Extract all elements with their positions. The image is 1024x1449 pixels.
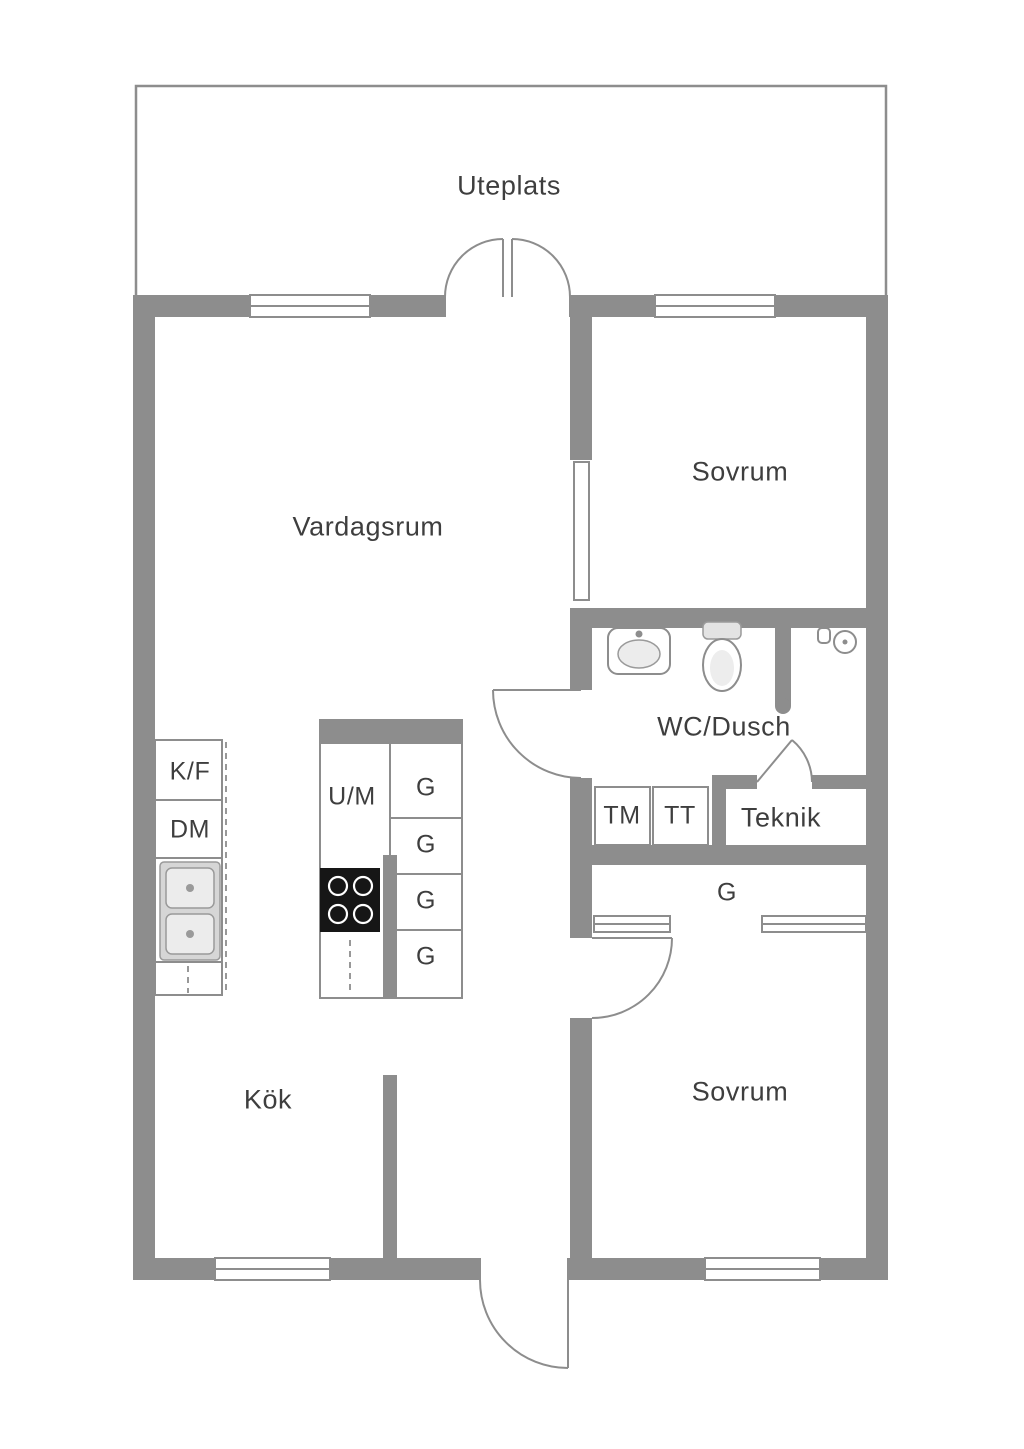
- wall-wc-top: [592, 608, 866, 628]
- wall-bottom-3: [568, 1258, 705, 1280]
- window-bedroom-bottom: [704, 1257, 821, 1281]
- patio-door-arc-right: [511, 238, 571, 298]
- wall-livingroom-bedroom: [570, 317, 592, 460]
- label-wc-dusch: WC/Dusch: [657, 711, 791, 742]
- bedroom-top-door: [573, 461, 590, 601]
- kitchen-fixtures: [154, 719, 463, 999]
- exterior-walls: [133, 295, 888, 1280]
- wall-bottom-1: [133, 1258, 215, 1280]
- toilet: [702, 621, 742, 692]
- island-top-wall: [320, 720, 462, 744]
- stove: [320, 868, 380, 932]
- entry-door-arc: [479, 1279, 569, 1369]
- stove-top: [320, 868, 380, 932]
- label-kf: K/F: [169, 757, 211, 786]
- washer-box: [594, 786, 651, 846]
- island-divider-wall: [383, 855, 397, 998]
- wall-wc-bottom: [570, 845, 888, 865]
- patio-double-door: [444, 238, 571, 317]
- label-sovrum-top: Sovrum: [691, 456, 789, 487]
- wall-kitchen-stub: [383, 1075, 397, 1258]
- label-teknik: Teknik: [740, 802, 822, 833]
- wc-door-arc: [492, 689, 582, 779]
- wall-bottom-2: [330, 1258, 480, 1280]
- label-sovrum-bottom: Sovrum: [691, 1076, 789, 1107]
- toilet-seat: [710, 650, 734, 686]
- dryer-box: [652, 786, 709, 846]
- teknik-door: [756, 739, 813, 783]
- shower-drain: [833, 630, 857, 654]
- label-g-island-1: G: [415, 773, 437, 802]
- window-bedroom-top: [654, 294, 776, 318]
- label-tt: TT: [664, 801, 696, 830]
- toilet-tank: [702, 621, 742, 640]
- label-vardagsrum: Vardagsrum: [292, 511, 444, 542]
- label-tm: TM: [603, 801, 641, 830]
- teknik-door-arc: [791, 739, 813, 783]
- teknik-door-leaf: [756, 739, 793, 783]
- shower-partition-end: [775, 698, 791, 714]
- bathroom-sink: [607, 627, 671, 675]
- burner: [327, 903, 349, 925]
- patio-door-arc-left: [444, 238, 504, 298]
- wall-hall-bedroom-lower: [570, 1018, 592, 1258]
- label-g-island-2: G: [415, 830, 437, 859]
- wall-hall-wc-upper: [570, 608, 592, 690]
- label-dm: DM: [169, 815, 211, 844]
- wall-right: [866, 295, 888, 1280]
- label-g-wardrobe: G: [716, 878, 738, 907]
- windows: [214, 294, 821, 1281]
- doors: [444, 238, 813, 1369]
- wc-door: [492, 689, 582, 779]
- bedroom-bottom-door: [591, 937, 673, 1019]
- label-kok: Kök: [243, 1084, 293, 1115]
- wall-hall-wc-lower: [570, 778, 592, 845]
- wall-teknik-left: [712, 775, 726, 845]
- label-g-island-4: G: [415, 942, 437, 971]
- shower-mixer: [817, 627, 831, 644]
- label-uteplats: Uteplats: [457, 170, 561, 201]
- wall-top-1: [133, 295, 250, 317]
- kitchen-sink: [159, 861, 221, 961]
- wall-hall-bedroom-upper: [570, 865, 592, 938]
- bathroom-fixtures: [594, 621, 857, 846]
- patio-outline: [134, 84, 888, 300]
- bedroom-top-door-leaf: [573, 461, 590, 601]
- laundry-appliance-boxes: [594, 786, 709, 846]
- burner: [352, 875, 374, 897]
- interior-walls: [383, 317, 888, 1258]
- shower-partition-wall: [775, 628, 791, 706]
- wall-left: [133, 295, 155, 1280]
- entry-door: [479, 1258, 569, 1369]
- wall-top-3: [570, 295, 655, 317]
- wall-top-2: [370, 295, 445, 317]
- burner: [327, 875, 349, 897]
- wall-teknik-top-right: [812, 775, 866, 789]
- patio-border: [134, 84, 888, 300]
- kitchen-counter: [154, 739, 223, 996]
- faucet: [635, 630, 643, 638]
- label-g-island-3: G: [415, 886, 437, 915]
- bedroom-bottom-door-arc: [591, 937, 673, 1019]
- label-um: U/M: [328, 782, 376, 811]
- window-livingroom: [249, 294, 371, 318]
- kitchen-island: [319, 719, 463, 999]
- wall-top-4: [775, 295, 888, 317]
- wall-bottom-4: [820, 1258, 888, 1280]
- window-kitchen: [214, 1257, 331, 1281]
- wardrobes: [593, 915, 867, 933]
- shower: [817, 627, 857, 654]
- burner: [352, 903, 374, 925]
